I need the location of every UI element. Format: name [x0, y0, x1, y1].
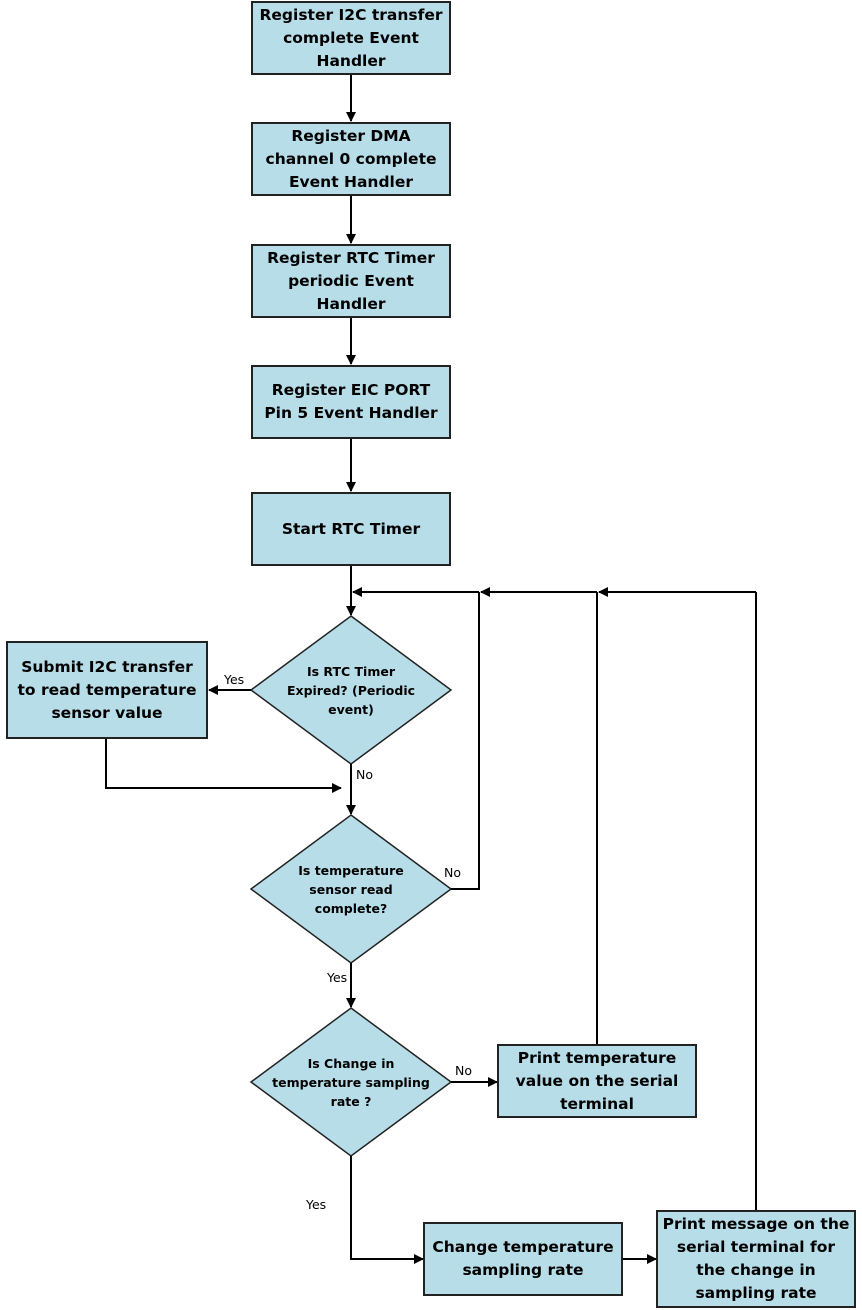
connector-submit-return	[105, 739, 342, 793]
box-change-sampling-rate-text: Change temperature sampling rate	[432, 1238, 614, 1279]
box-register-i2c-handler-text: Register I2C transfer complete Event Han…	[259, 5, 443, 70]
box-start-rtc-timer-text: Start RTC Timer	[281, 519, 421, 538]
label-read-no: No	[444, 865, 461, 880]
label-rtc-yes: Yes	[224, 672, 245, 687]
label-rate-no: No	[455, 1063, 472, 1078]
label-rate-yes: Yes	[306, 1197, 327, 1212]
box-register-dma-handler: Register DMA channel 0 complete Event Ha…	[251, 122, 451, 196]
connector-read-no	[451, 592, 480, 890]
box-start-rtc-timer: Start RTC Timer	[251, 492, 451, 566]
decision-rate-change-text: Is Change in temperature sampling rate ?	[272, 1055, 430, 1109]
box-print-rate-message: Print message on the serial terminal for…	[656, 1210, 856, 1308]
box-print-temperature: Print temperature value on the serial te…	[497, 1044, 697, 1118]
box-print-temperature-text: Print temperature value on the serial te…	[515, 1048, 679, 1113]
box-register-rtc-handler-text: Register RTC Timer periodic Event Handle…	[267, 248, 435, 313]
box-register-eic-handler-text: Register EIC PORT Pin 5 Event Handler	[264, 381, 438, 422]
decision-rtc-expired-text: Is RTC Timer Expired? (Periodic event)	[286, 663, 416, 717]
box-submit-i2c-transfer: Submit I2C transfer to read temperature …	[6, 641, 208, 739]
box-register-rtc-handler: Register RTC Timer periodic Event Handle…	[251, 244, 451, 318]
box-register-eic-handler: Register EIC PORT Pin 5 Event Handler	[251, 365, 451, 439]
label-read-yes: Yes	[327, 970, 348, 985]
label-rtc-no: No	[356, 767, 373, 782]
box-register-dma-handler-text: Register DMA channel 0 complete Event Ha…	[265, 126, 437, 191]
box-change-sampling-rate: Change temperature sampling rate	[423, 1222, 623, 1296]
box-submit-i2c-transfer-text: Submit I2C transfer to read temperature …	[17, 657, 197, 722]
decision-read-complete-text: Is temperature sensor read complete?	[298, 862, 404, 916]
connector-rate-yes	[350, 1156, 424, 1264]
box-register-i2c-handler: Register I2C transfer complete Event Han…	[251, 1, 451, 75]
box-print-rate-message-text: Print message on the serial terminal for…	[662, 1215, 850, 1302]
